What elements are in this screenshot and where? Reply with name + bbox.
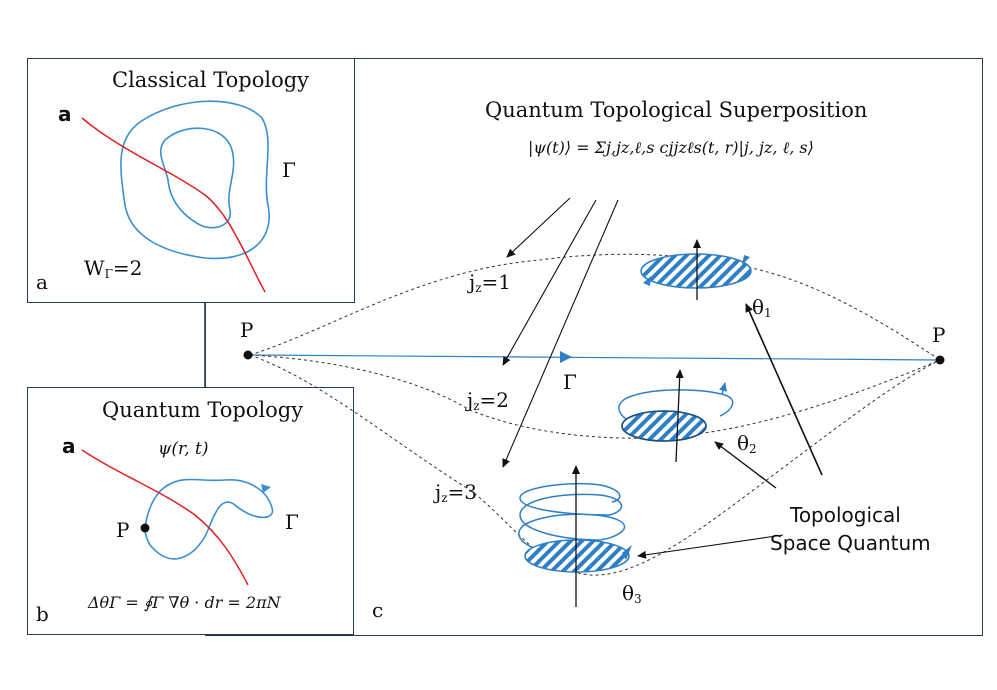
helix-2 [618, 389, 734, 426]
jz-label-2: jz=2 [467, 388, 510, 413]
classical-loop-outer [120, 100, 270, 260]
dashed-path-2 [249, 354, 941, 439]
panel-b-corner-label: b [36, 602, 49, 626]
panel-a-corner-label: a [36, 270, 48, 294]
panel-a-gamma: Γ [282, 158, 296, 182]
panel-b-point-p: P [116, 518, 130, 542]
disk-3-arrow [622, 545, 632, 560]
theta-label-3: θ3 [622, 581, 642, 606]
quantum-red-line [81, 449, 249, 586]
point-p-dot [140, 523, 150, 533]
tsq-arrow-1 [745, 303, 823, 476]
helix-3 [518, 482, 626, 556]
arrow-to-jz2 [502, 199, 597, 366]
gamma-path-line [249, 354, 941, 361]
quantum-path-loop [144, 478, 274, 560]
quantum-path-arrow [261, 484, 271, 493]
panel-b-label-a: a [62, 434, 76, 458]
disk-1-arrow [643, 276, 651, 286]
disk-3 [524, 539, 630, 573]
panel-c-title: Quantum Topological Superposition [485, 98, 868, 122]
jz-label-3: jz=3 [435, 480, 478, 505]
panel-a [27, 58, 355, 303]
disk-2-rim [621, 410, 707, 442]
panel-c-corner-label: c [372, 598, 384, 622]
right-point-label: P [932, 323, 946, 347]
theta-label-2: θ2 [737, 431, 757, 456]
dashed-path-1 [249, 253, 941, 361]
disk-1-arrow-b [742, 255, 750, 265]
axis-2 [675, 369, 684, 463]
panel-a-label-a: a [58, 102, 72, 126]
arrow-to-jz3 [502, 199, 619, 468]
classical-red-line [81, 117, 266, 293]
winding-equation: ΔθΓ = ∮Γ ∇θ · dr = 2πN [88, 593, 281, 612]
panel-b-gamma: Γ [285, 510, 299, 534]
panel-a-title: Classical Topology [112, 68, 310, 92]
tsq-label-line2: Space Quantum [770, 531, 931, 555]
panel-b-title: Quantum Topology [102, 398, 304, 422]
tsq-label-line1: Topological [790, 503, 901, 527]
gamma-path-arrow [560, 351, 572, 363]
disk-1 [640, 253, 752, 289]
jz-label-1: jz=1 [469, 270, 512, 295]
theta-label-1: θ1 [752, 295, 772, 320]
state-equation: |ψ(t)⟩ = Σj,jz,ℓ,s cjjzℓs(t, r)|j, jz, ℓ… [528, 138, 814, 157]
panel-c-gamma: Γ [563, 370, 577, 394]
arrow-to-jz1 [506, 197, 571, 258]
psi-label: ψ(r, t) [158, 439, 209, 459]
dashed-path-3 [249, 354, 941, 576]
helix-2-tip [719, 382, 727, 396]
left-point-label: P [240, 318, 254, 342]
winding-number: WΓ=2 [84, 256, 143, 281]
left-point-dot [243, 350, 253, 360]
dashed-paths [249, 253, 941, 576]
tsq-arrow-2 [714, 441, 777, 489]
right-point-dot [935, 355, 945, 365]
tsq-arrow-3 [637, 534, 784, 559]
